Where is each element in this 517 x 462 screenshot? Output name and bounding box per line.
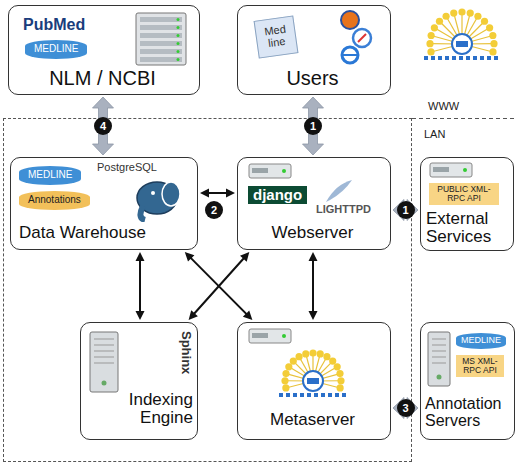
logo-stroke [317,350,324,357]
node-title: External Services [426,210,510,247]
logo-stroke [467,9,474,16]
logo-stroke [295,353,302,360]
server-icon [429,162,473,179]
callout-number: 1 [397,201,415,219]
component-box: MEDLINE MS XML-RPC API Annotation Servers [420,322,515,440]
logo-stroke [309,349,316,356]
database-elephant-icon [131,178,187,222]
component-box: Metaserver [237,322,391,440]
node-detail: MS XML-RPC API [456,355,504,377]
logo-stroke [303,371,323,391]
callout-number: 4 [94,117,112,135]
data-flow-arrow [309,252,318,320]
network-region: LANMEDLINEPostgreSQLAnnotationsData Ware… [3,118,412,462]
network-arrow [93,97,114,155]
logo-stroke [426,40,433,47]
logo-stroke [337,384,344,391]
logo-stroke [302,350,309,357]
server-icon [248,163,292,180]
network-arrow [393,398,418,419]
logo-stroke [436,18,443,25]
node-detail: Sphinx [179,331,193,374]
logo-stroke [481,18,488,25]
feather-icon [324,178,354,204]
node-detail: PubMed [23,16,85,33]
logo-stroke [458,8,465,15]
component-box: PUBLIC XML-RPC API External Services [420,157,514,251]
node-detail: PUBLIC XML-RPC API [429,183,499,205]
component-box: MEDLINE PostgreSQL AnnotationsData Warehou… [10,157,198,250]
logo-stroke [427,48,434,55]
lan-boundary [412,118,517,119]
logo-stroke [428,32,435,39]
component-box: PubMedMEDLINE NLM / NCBI [8,5,200,95]
callout-number: 3 [397,399,415,417]
logo-stroke [282,384,289,391]
node-title: LAN [424,129,445,141]
data-flow-arrow [136,252,145,320]
logo-stroke [323,353,330,360]
logo-stroke [334,363,341,370]
logo-stroke [442,13,449,20]
node-title: Data Warehouse [19,224,146,242]
logo-stroke [452,34,472,54]
node-detail: django [248,186,307,204]
node-title: Metaserver [238,411,387,429]
node-detail: MEDLINE [25,40,87,59]
logo-stroke [474,13,481,20]
logo-stroke [285,363,292,370]
node-title: Annotation Servers [425,395,511,430]
node-detail: MEDLINE [19,166,81,185]
node-detail: Med line [254,15,299,58]
logo-stroke [424,56,500,60]
component-box: SphinxIndexing Engine [80,322,198,440]
logo-stroke [431,24,438,31]
browser-icons [336,10,376,66]
logo-stroke [336,370,343,377]
logo-stroke [282,370,289,377]
data-flow-arrow [200,189,235,198]
data-flow-arrow [185,252,253,320]
metaserver-logo [424,8,500,58]
logo-stroke [279,393,347,397]
server-tower-icon [427,331,451,387]
logo-stroke [307,378,319,384]
data-flow-arrow [189,252,250,320]
logo-stroke [337,377,344,384]
component-box: djangoLIGHTTPD Webserver [237,157,391,250]
network-label: WWW [428,100,459,112]
logo-stroke [456,41,468,47]
logo-stroke [489,48,496,55]
callout-number: 1 [304,117,322,135]
logo-stroke [329,358,336,365]
node-detail: PostgreSQL [97,162,157,174]
logo-stroke [281,377,288,384]
callout-number: 2 [205,201,223,219]
metaserver-logo [238,327,388,407]
component-box: Med lineUsers [237,5,391,95]
node-detail: Annotations [19,191,90,210]
logo-stroke [290,358,297,365]
logo-stroke [489,32,496,39]
node-title: Indexing Engine [115,391,193,428]
logo-stroke [450,9,457,16]
network-arrow [393,200,418,221]
node-title: NLM / NCBI [9,68,196,90]
node-title: Webserver [238,224,387,242]
network-arrow [303,97,324,155]
server-tower-icon [89,331,119,393]
node-detail: LIGHTTPD [316,204,371,216]
node-title: Users [238,68,387,90]
server-icon [248,328,292,345]
logo-stroke [486,24,493,31]
logo-stroke [490,40,497,47]
node-detail: MEDLINE [456,333,506,349]
server-rack-icon [135,12,187,66]
